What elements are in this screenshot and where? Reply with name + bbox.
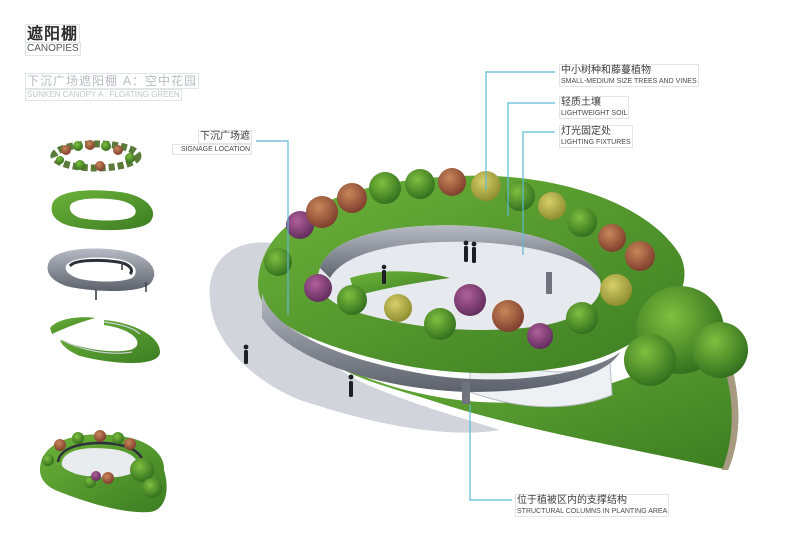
- planting-layer: [50, 140, 142, 172]
- page-title-en: CANOPIES: [25, 42, 81, 56]
- large-tree: [624, 286, 748, 386]
- annotation-trees-en: SMALL-MEDIUM SIZE TREES AND VINES: [561, 78, 697, 85]
- annotation-soil-en: LIGHTWEIGHT SOIL: [561, 110, 628, 117]
- leader-lines: [256, 71, 555, 501]
- annotation-trees-cn: 中小树种和藤蔓植物: [561, 65, 651, 76]
- section-subtitle-en: SUNKEN CANOPY A : FLOATING GREEN: [25, 89, 182, 101]
- annotation-lighting: 灯光固定处 LIGHTING FIXTURES: [559, 125, 633, 148]
- people-silhouettes: [243, 240, 477, 397]
- section-subtitle: 下沉广场遮阳棚 A：空中花园: [25, 73, 200, 89]
- soil-layer: [51, 190, 154, 231]
- assembled-view: [40, 430, 167, 513]
- annotation-trees: 中小树种和藤蔓植物 SMALL-MEDIUM SIZE TREES AND VI…: [559, 64, 699, 87]
- annotation-columns-cn: 位于植被区内的支撑结构: [517, 495, 627, 506]
- page-title: 遮阳棚: [25, 24, 81, 44]
- annotation-signage: 下沉广场遮 SIGNAGE LOCATION: [172, 124, 252, 155]
- main-canopy-rendering: [209, 168, 748, 470]
- tree-canopies: [264, 168, 655, 349]
- ground-layer: [50, 317, 160, 364]
- annotation-signage-en: SIGNAGE LOCATION: [172, 144, 252, 155]
- annotation-lighting-en: LIGHTING FIXTURES: [561, 139, 631, 146]
- annotation-signage-cn: 下沉广场遮: [198, 130, 252, 144]
- annotation-columns-en: STRUCTURAL COLUMNS IN PLANTING AREA: [517, 508, 668, 515]
- structure-layer: [47, 248, 155, 300]
- annotation-soil: 轻质土壤 LIGHTWEIGHT SOIL: [559, 96, 630, 119]
- annotation-soil-cn: 轻质土壤: [561, 97, 601, 108]
- annotation-lighting-cn: 灯光固定处: [561, 126, 611, 137]
- annotation-columns: 位于植被区内的支撑结构 STRUCTURAL COLUMNS IN PLANTI…: [515, 494, 670, 517]
